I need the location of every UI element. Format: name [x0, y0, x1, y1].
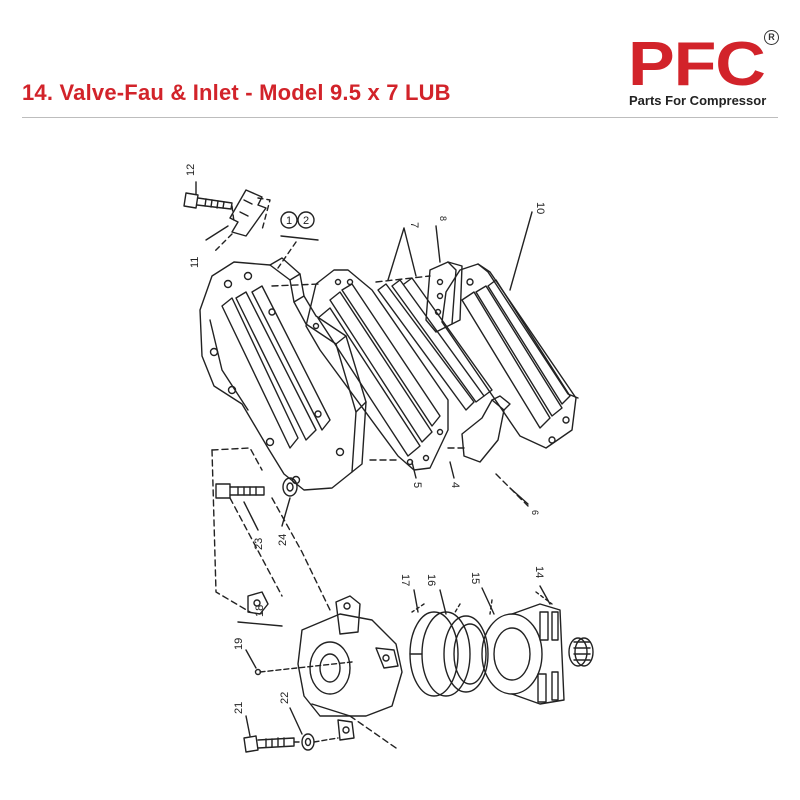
part-8-bracket	[425, 261, 463, 333]
part-19-pin	[254, 661, 353, 676]
label-1: 1	[286, 215, 292, 227]
label-8: 8	[438, 216, 448, 221]
label-5: 5	[411, 482, 423, 488]
label-21: 21	[233, 702, 245, 714]
part-labels: 12 11 1 2 7 8 10 5 4 6 23 24 18 19 17 16…	[185, 164, 546, 714]
part-23-bolt	[215, 483, 265, 499]
part-12-bolt	[183, 192, 233, 210]
page-header: 14. Valve-Fau & Inlet - Model 9.5 x 7 LU…	[0, 0, 800, 125]
label-23: 23	[253, 538, 265, 550]
part-10-guard	[441, 263, 579, 449]
label-19: 19	[233, 638, 245, 650]
label-14: 14	[533, 566, 545, 578]
part-16-gasket	[443, 615, 489, 693]
part-18-nut	[237, 591, 283, 627]
logo-tagline: Parts For Compressor	[629, 93, 767, 108]
label-2: 2	[303, 215, 309, 227]
valve-plate-large	[199, 257, 367, 491]
label-18: 18	[254, 605, 266, 617]
label-6: 6	[530, 510, 540, 515]
part-6-bracket	[461, 395, 511, 463]
part-5-seat-plate	[305, 269, 449, 471]
label-17: 17	[399, 574, 411, 586]
part-11-clip	[229, 189, 267, 237]
label-12: 12	[185, 164, 197, 176]
part-15-valve-body	[481, 603, 565, 705]
label-24: 24	[277, 534, 289, 546]
part-14-spring-cap	[568, 637, 594, 667]
part-21-bolt	[243, 735, 295, 753]
inlet-housing	[297, 595, 403, 741]
label-7: 7	[408, 222, 420, 228]
label-10: 10	[534, 202, 546, 214]
label-15: 15	[469, 572, 481, 584]
part-22-washer	[301, 733, 315, 751]
registered-mark-icon: R	[764, 30, 779, 45]
part-1-2-washers	[280, 211, 319, 241]
logo-wordmark: PFC	[628, 30, 766, 99]
label-16: 16	[425, 574, 437, 586]
label-11: 11	[189, 257, 201, 268]
pfc-logo: PFC R Parts For Compressor	[628, 30, 779, 110]
part-24-washer	[282, 477, 298, 497]
part-17-ring	[409, 611, 471, 697]
part-7-valve-strips	[377, 277, 493, 411]
header-divider	[22, 117, 778, 118]
label-4: 4	[449, 482, 461, 488]
diagram-canvas: 12 11 1 2 7 8 10 5 4 6 23 24 18 19 17 16…	[183, 164, 594, 753]
page-title: 14. Valve-Fau & Inlet - Model 9.5 x 7 LU…	[22, 80, 451, 105]
label-22: 22	[279, 692, 291, 704]
exploded-parts-diagram: 12 11 1 2 7 8 10 5 4 6 23 24 18 19 17 16…	[0, 125, 800, 800]
